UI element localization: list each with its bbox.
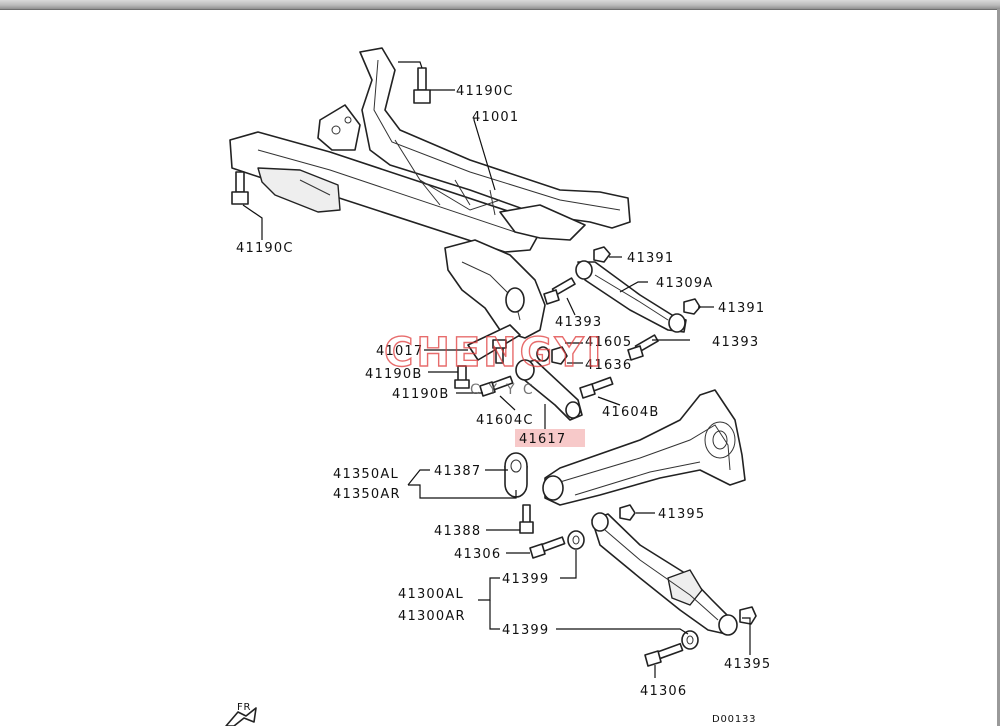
bolt-41388[interactable] — [519, 504, 534, 534]
nut-41391-a[interactable] — [593, 246, 611, 263]
window-right-border — [997, 9, 1000, 726]
crossmember-41001[interactable] — [229, 47, 631, 339]
label-41399-a: 41399 — [502, 572, 549, 587]
label-41350ar: 41350AR — [333, 487, 401, 502]
highlight-41617 — [515, 429, 585, 447]
label-41306-a: 41306 — [454, 547, 501, 562]
label-fr: FR — [237, 702, 251, 713]
bolt-41604b[interactable] — [579, 376, 614, 399]
label-41395-a: 41395 — [658, 507, 705, 522]
front-arrow-icon — [225, 707, 257, 726]
leader-lines — [242, 61, 751, 678]
diagram-code: D00133 — [712, 714, 756, 725]
label-41306-b: 41306 — [640, 684, 687, 699]
label-41190b-a: 41190B — [365, 367, 422, 382]
front-direction-indicator: FR — [225, 702, 257, 726]
nut-41395-a[interactable] — [619, 504, 636, 521]
watermark: CHENGYI CYYC — [383, 329, 604, 398]
label-41391-a: 41391 — [627, 251, 674, 266]
label-41393-b: 41393 — [712, 335, 759, 350]
bolt-41306-a[interactable] — [529, 536, 566, 559]
watermark-brand: CHENGYI — [384, 330, 604, 376]
washer-41605[interactable] — [536, 346, 550, 362]
label-41617: 41617 — [519, 432, 566, 447]
bolt-41190c-left[interactable] — [231, 171, 249, 205]
label-41300al: 41300AL — [398, 587, 464, 602]
window-top-border — [0, 0, 1000, 10]
bushing-41399-upper[interactable] — [567, 530, 585, 550]
label-41309a: 41309A — [656, 276, 713, 291]
bushing-41387[interactable] — [504, 452, 528, 498]
bushing-41399-lower[interactable] — [681, 630, 699, 650]
label-41636: 41636 — [585, 358, 632, 373]
label-41605: 41605 — [585, 335, 632, 350]
label-41387: 41387 — [434, 464, 481, 479]
label-41391-b: 41391 — [718, 301, 765, 316]
label-41350al: 41350AL — [333, 467, 399, 482]
nut-41395-b[interactable] — [739, 606, 757, 625]
label-41190c-left: 41190C — [236, 241, 294, 256]
bolt-41190b-a[interactable] — [492, 339, 507, 364]
label-41017: 41017 — [376, 344, 423, 359]
nut-41636[interactable] — [551, 346, 568, 365]
bolt-41393-a[interactable] — [543, 277, 576, 305]
bolt-41190c-top[interactable] — [413, 67, 431, 104]
lateral-link-41617[interactable] — [515, 359, 583, 421]
label-41300ar: 41300AR — [398, 609, 466, 624]
lower-arm-41300[interactable] — [591, 512, 738, 636]
trailing-arm-41350[interactable] — [542, 389, 746, 506]
upper-arm-41309a[interactable] — [575, 260, 687, 333]
label-41604c: 41604C — [476, 413, 534, 428]
bolt-41306-b[interactable] — [644, 642, 684, 667]
label-41604b: 41604B — [602, 405, 659, 420]
label-41190b-b: 41190B — [392, 387, 449, 402]
label-41388: 41388 — [434, 524, 481, 539]
label-41399-b: 41399 — [502, 623, 549, 638]
label-41395-b: 41395 — [724, 657, 771, 672]
bolt-41190b-b[interactable] — [454, 365, 470, 389]
label-41190c-top: 41190C — [456, 84, 514, 99]
part-labels: 41190C 41001 41190C 41391 41309A 41391 4… — [236, 84, 771, 699]
label-41393-a: 41393 — [555, 315, 602, 330]
nut-41391-b[interactable] — [683, 298, 701, 315]
watermark-sub: CYYC — [470, 382, 542, 398]
label-41001: 41001 — [472, 110, 519, 125]
bolt-41393-b[interactable] — [627, 334, 659, 361]
